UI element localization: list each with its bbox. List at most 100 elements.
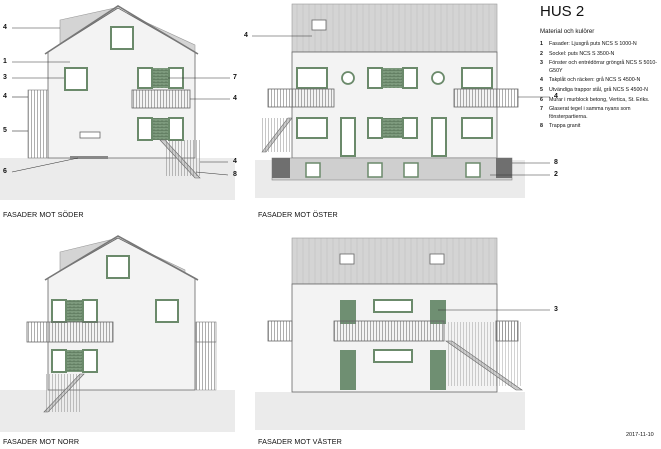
door xyxy=(430,300,446,324)
balcony-rail xyxy=(26,321,114,343)
door xyxy=(340,300,356,324)
window xyxy=(137,117,153,141)
round-window xyxy=(431,71,445,85)
plinth-window xyxy=(305,162,321,178)
window xyxy=(367,67,383,89)
glazed-brick xyxy=(67,350,83,372)
callout-number: 8 xyxy=(554,159,558,166)
window xyxy=(155,299,179,323)
elevation-east xyxy=(255,3,525,198)
callout-number: 1 xyxy=(3,58,7,65)
callout-number: 8 xyxy=(233,171,237,178)
legend-heading: Material och kulörer xyxy=(540,28,595,35)
roof-edge xyxy=(44,235,199,281)
roof-edge xyxy=(44,5,199,55)
balcony-rail xyxy=(453,88,519,108)
retaining-wall xyxy=(70,156,108,159)
glazed-brick xyxy=(383,68,403,88)
balcony-rail xyxy=(267,88,335,108)
ground xyxy=(0,390,235,432)
side-stair-lower xyxy=(195,341,217,391)
caption-south: FASADER MOT SÖDER xyxy=(3,210,84,219)
ground xyxy=(255,392,525,430)
leader-lines xyxy=(11,27,550,311)
window xyxy=(296,67,328,89)
stair-rail xyxy=(44,374,82,412)
side-stair xyxy=(27,89,49,159)
window xyxy=(51,299,67,323)
granite-stair xyxy=(272,158,290,178)
roof xyxy=(291,237,498,285)
plinth-window xyxy=(367,162,383,178)
door xyxy=(340,350,356,390)
side-stair xyxy=(195,321,217,343)
page-title: HUS 2 xyxy=(540,3,585,20)
window xyxy=(402,117,418,139)
stair-rail xyxy=(164,140,200,176)
caption-north: FASADER MOT NORR xyxy=(3,437,80,446)
callout-number: 5 xyxy=(3,127,7,134)
stair-rail xyxy=(262,118,290,152)
vent xyxy=(79,131,101,139)
door xyxy=(430,350,446,390)
callout-number: 4 xyxy=(233,95,237,102)
elevation-north xyxy=(0,235,235,432)
window xyxy=(373,349,413,363)
callout-number: 4 xyxy=(554,93,558,100)
window xyxy=(64,67,88,91)
window xyxy=(402,67,418,89)
stair-rail xyxy=(448,322,522,386)
drawing-date: 2017-11-10 xyxy=(626,432,654,438)
callout-number: 7 xyxy=(233,74,237,81)
callout-number: 2 xyxy=(554,171,558,178)
window xyxy=(461,67,493,89)
plinth-window xyxy=(403,162,419,178)
caption-west: FASADER MOT VÄSTER xyxy=(258,437,342,446)
callout-number: 6 xyxy=(3,168,7,175)
window xyxy=(168,117,184,141)
callout-number: 3 xyxy=(3,74,7,81)
round-window xyxy=(341,71,355,85)
window xyxy=(137,67,153,89)
window xyxy=(296,117,328,139)
window xyxy=(51,349,67,373)
granite-stair xyxy=(496,158,512,178)
callout-number: 4 xyxy=(3,93,7,100)
window xyxy=(373,299,413,313)
window xyxy=(82,349,98,373)
glazed-brick xyxy=(67,300,83,322)
door xyxy=(431,117,447,157)
callout-number: 4 xyxy=(244,32,248,39)
glazed-brick xyxy=(153,68,169,88)
roof-window xyxy=(429,253,445,265)
elevation-west xyxy=(255,237,525,430)
glazed-brick xyxy=(383,118,403,138)
caption-east: FASADER MOT ÖSTER xyxy=(258,210,338,219)
callout-number: 4 xyxy=(3,24,7,31)
elevation-south xyxy=(0,5,235,200)
window xyxy=(461,117,493,139)
gable-window xyxy=(106,255,130,279)
balcony-rail xyxy=(267,320,293,342)
callout-number: 4 xyxy=(233,158,237,165)
roof-window xyxy=(311,19,327,31)
balcony-rail xyxy=(333,320,445,342)
glazed-brick xyxy=(153,118,169,140)
window xyxy=(367,117,383,139)
roof-window xyxy=(339,253,355,265)
gable-window xyxy=(110,26,134,50)
door xyxy=(340,117,356,157)
callout-number: 3 xyxy=(554,306,558,313)
balcony-rail xyxy=(131,89,191,109)
window xyxy=(82,299,98,323)
